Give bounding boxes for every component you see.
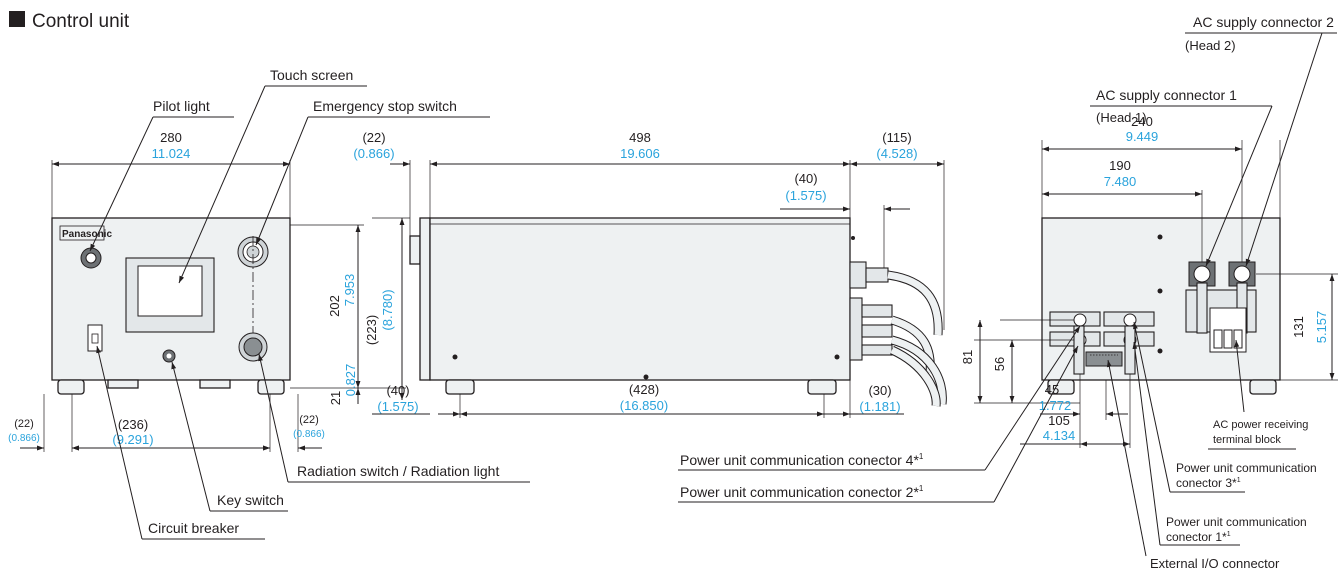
dim-428: (428) [629, 382, 659, 397]
dim-105: 105 [1048, 413, 1070, 428]
dim-115: (115) [882, 130, 911, 145]
label-ac-supply-1: AC supply connector 1 [1096, 87, 1237, 103]
dim-236-inch: (9.291) [112, 432, 153, 447]
label-head-2: (Head 2) [1185, 38, 1236, 53]
label-head-1: (Head 1) [1096, 110, 1147, 125]
dim-30-inch: (1.181) [859, 399, 900, 414]
dim-40-bottom: (40) [386, 383, 409, 398]
dim-side-22: (22) [362, 130, 385, 145]
heading-square-icon [9, 11, 25, 27]
external-io-connector-icon [1085, 351, 1123, 367]
dim-223: (223) [364, 315, 379, 345]
dim-223-inch: (8.780) [380, 289, 395, 330]
dim-115-inch: (4.528) [876, 146, 917, 161]
label-external-io: External I/O connector [1150, 556, 1280, 571]
label-puc4-fn: 1 [919, 452, 924, 461]
side-view [409, 217, 947, 407]
label-ac-supply-2: AC supply connector 2 [1193, 14, 1334, 30]
label-ac-power-b: terminal block [1213, 434, 1281, 446]
label-pilot-light: Pilot light [153, 98, 210, 114]
front-dimensions: 280 11.024 202 7.953 (223) (8.780) 21 0.… [8, 130, 410, 452]
label-puc1-b-text: conector 1* [1166, 530, 1227, 544]
dim-428-inch: (16.850) [620, 398, 668, 413]
dim-40-top-inch: (1.575) [785, 188, 826, 203]
label-circuit-breaker: Circuit breaker [148, 520, 239, 536]
dim-236: (236) [118, 417, 148, 432]
label-puc3-b-text: conector 3* [1176, 476, 1237, 490]
label-puc2-fn: 1 [919, 484, 924, 493]
dim-30: (30) [868, 383, 891, 398]
dim-left-22-inch: (0.866) [8, 433, 40, 444]
dim-side-22-inch: (0.866) [353, 146, 394, 161]
label-emergency-stop: Emergency stop switch [313, 98, 457, 114]
dim-190: 190 [1109, 158, 1131, 173]
dim-40-bottom-inch: (1.575) [377, 399, 418, 414]
label-puc4: Power unit communication conector 4*1 [680, 452, 924, 468]
dim-280: 280 [160, 130, 182, 145]
dim-498-inch: 19.606 [620, 146, 660, 161]
dim-right-22-inch: (0.866) [293, 429, 325, 440]
dim-45-inch: 1.772 [1039, 398, 1072, 413]
dim-40-top: (40) [794, 171, 817, 186]
label-puc3-b: conector 3*1 [1176, 476, 1241, 490]
dim-105-inch: 4.134 [1043, 428, 1076, 443]
label-puc1-a: Power unit communication [1166, 515, 1307, 529]
dim-240-inch: 9.449 [1126, 129, 1159, 144]
front-view: Panasonic [51, 217, 291, 395]
label-puc3-fn: 1 [1237, 477, 1241, 484]
dim-45: 45 [1045, 382, 1059, 397]
front-callouts: Pilot light Touch screen Emergency stop … [89, 67, 530, 540]
label-puc3-a: Power unit communication [1176, 461, 1317, 475]
dim-190-inch: 7.480 [1104, 174, 1137, 189]
label-puc4-text: Power unit communication conector 4* [680, 452, 919, 468]
rear-view [1041, 217, 1281, 395]
dim-131: 131 [1291, 316, 1306, 338]
dim-21: 21 [328, 391, 343, 405]
label-ac-power-a: AC power receiving [1213, 419, 1308, 431]
label-touch-screen: Touch screen [270, 67, 353, 83]
dim-left-22: (22) [14, 418, 34, 430]
touch-screen-icon [137, 265, 203, 317]
dim-21-inch: 0.827 [343, 364, 358, 397]
logo-text: Panasonic [62, 229, 112, 240]
rear-dimensions: 240 9.449 190 7.480 131 5.157 81 56 45 1… [960, 114, 1338, 448]
dim-498: 498 [629, 130, 651, 145]
label-puc2: Power unit communication conector 2*1 [680, 484, 924, 500]
dim-56: 56 [992, 357, 1007, 371]
label-puc1-fn: 1 [1227, 531, 1231, 538]
dim-202: 202 [327, 295, 342, 317]
dim-81: 81 [960, 350, 975, 364]
dim-202-inch: 7.953 [342, 274, 357, 307]
label-puc2-text: Power unit communication conector 2* [680, 484, 919, 500]
dim-280-inch: 11.024 [152, 146, 191, 161]
label-puc1-b: conector 1*1 [1166, 530, 1231, 544]
heading: Control unit [32, 11, 130, 32]
label-radiation-switch: Radiation switch / Radiation light [297, 463, 499, 479]
rear-callouts: AC supply connector 2 (Head 2) AC supply… [678, 14, 1337, 571]
dim-131-inch: 5.157 [1314, 311, 1329, 344]
dim-240: 240 [1131, 114, 1153, 129]
side-dimensions: 498 19.606 (22) (0.866) (115) (4.528) (4… [353, 130, 945, 418]
label-key-switch: Key switch [217, 492, 284, 508]
panasonic-logo [59, 225, 105, 241]
dim-right-22: (22) [299, 414, 319, 426]
